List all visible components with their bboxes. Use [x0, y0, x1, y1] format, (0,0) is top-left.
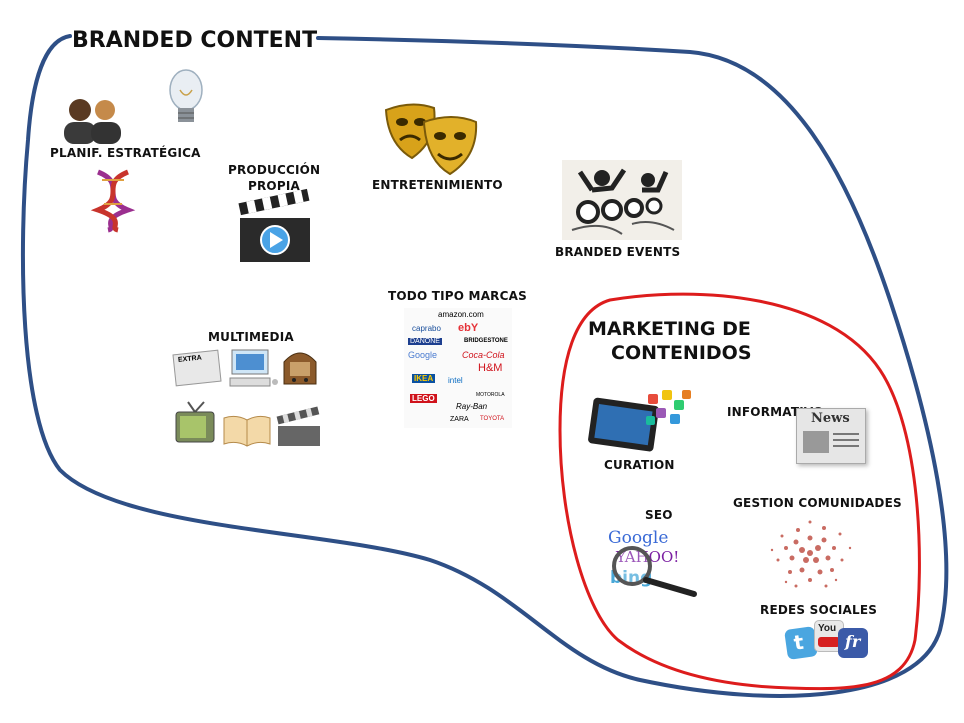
- brand-logo: Coca-Cola: [462, 350, 505, 360]
- branded-content-title: BRANDED CONTENT: [72, 28, 318, 53]
- branded-events-icon: [562, 160, 682, 240]
- film-clapper-icon: [276, 406, 320, 446]
- brand-logo: amazon.com: [438, 310, 484, 319]
- twitter-icon: t: [784, 626, 818, 660]
- computer-icon: [229, 349, 278, 387]
- newspaper-extra-icon: EXTRA: [172, 349, 222, 387]
- brand-logo: ebY: [458, 322, 479, 334]
- todo-tipo-marcas-label: TODO TIPO MARCAS: [388, 289, 527, 303]
- brand-logo: ZARA: [450, 416, 469, 423]
- tablet-apps-icon: [588, 390, 691, 452]
- brand-logos-collage: amazon.com caprabo ebY DANONE BRIDGESTON…: [404, 308, 512, 428]
- gestion-comunidades-label: GESTION COMUNIDADES: [733, 496, 902, 510]
- book-icon: [223, 415, 271, 447]
- seo-label: SEO: [645, 508, 673, 522]
- people-icon: [64, 99, 121, 144]
- brand-logo: BRIDGESTONE: [464, 338, 508, 344]
- extra-text: EXTRA: [177, 354, 203, 364]
- redes-sociales-label: REDES SOCIALES: [760, 603, 878, 617]
- curation-label: CURATION: [604, 458, 675, 472]
- multimedia-label: MULTIMEDIA: [208, 330, 294, 344]
- brand-logo: LEGO: [410, 394, 437, 403]
- dna-icon: [90, 169, 136, 233]
- youtube-text: You: [818, 623, 837, 634]
- produccion-propia-label-1: PRODUCCIÓN: [228, 163, 321, 177]
- brand-logo: H&M: [478, 362, 503, 374]
- marketing-contenidos-title-line2: CONTENIDOS: [611, 342, 752, 364]
- social-icons: t You fr: [784, 620, 874, 664]
- brand-logo: caprabo: [412, 324, 441, 333]
- brand-logo: IKEA: [412, 374, 436, 383]
- produccion-propia-label-2: PROPIA: [248, 179, 300, 193]
- magnifier-icon: [612, 546, 697, 597]
- brand-logo: TOYOTA: [480, 416, 505, 422]
- theater-masks-icon: [384, 103, 478, 176]
- google-logo: Google: [608, 528, 669, 548]
- branded-events-label: BRANDED EVENTS: [555, 245, 681, 259]
- clapperboard-icon: [238, 188, 310, 262]
- flickr-icon: fr: [838, 628, 868, 658]
- tv-icon: [175, 401, 215, 443]
- community-network-icon: [770, 520, 852, 588]
- lightbulb-icon: [169, 69, 203, 122]
- brand-logo: MOTOROLA: [476, 392, 505, 398]
- brand-logo: intel: [448, 376, 463, 385]
- search-engines-icon: Google YAHOO! bing: [606, 528, 702, 597]
- brand-logo: Google: [408, 350, 438, 360]
- brand-logo: DANONE: [408, 338, 442, 345]
- planif-estrategica-label: PLANIF. ESTRATÉGICA: [50, 146, 201, 160]
- marketing-contenidos-title-line1: MARKETING DE: [588, 318, 751, 340]
- news-newspaper-icon: News: [796, 408, 866, 464]
- radio-icon: [283, 352, 317, 385]
- news-masthead: News: [811, 411, 850, 426]
- flickr-text: fr: [845, 632, 861, 651]
- brand-logo: Ray-Ban: [456, 402, 488, 411]
- entretenimiento-label: ENTRETENIMIENTO: [372, 178, 503, 192]
